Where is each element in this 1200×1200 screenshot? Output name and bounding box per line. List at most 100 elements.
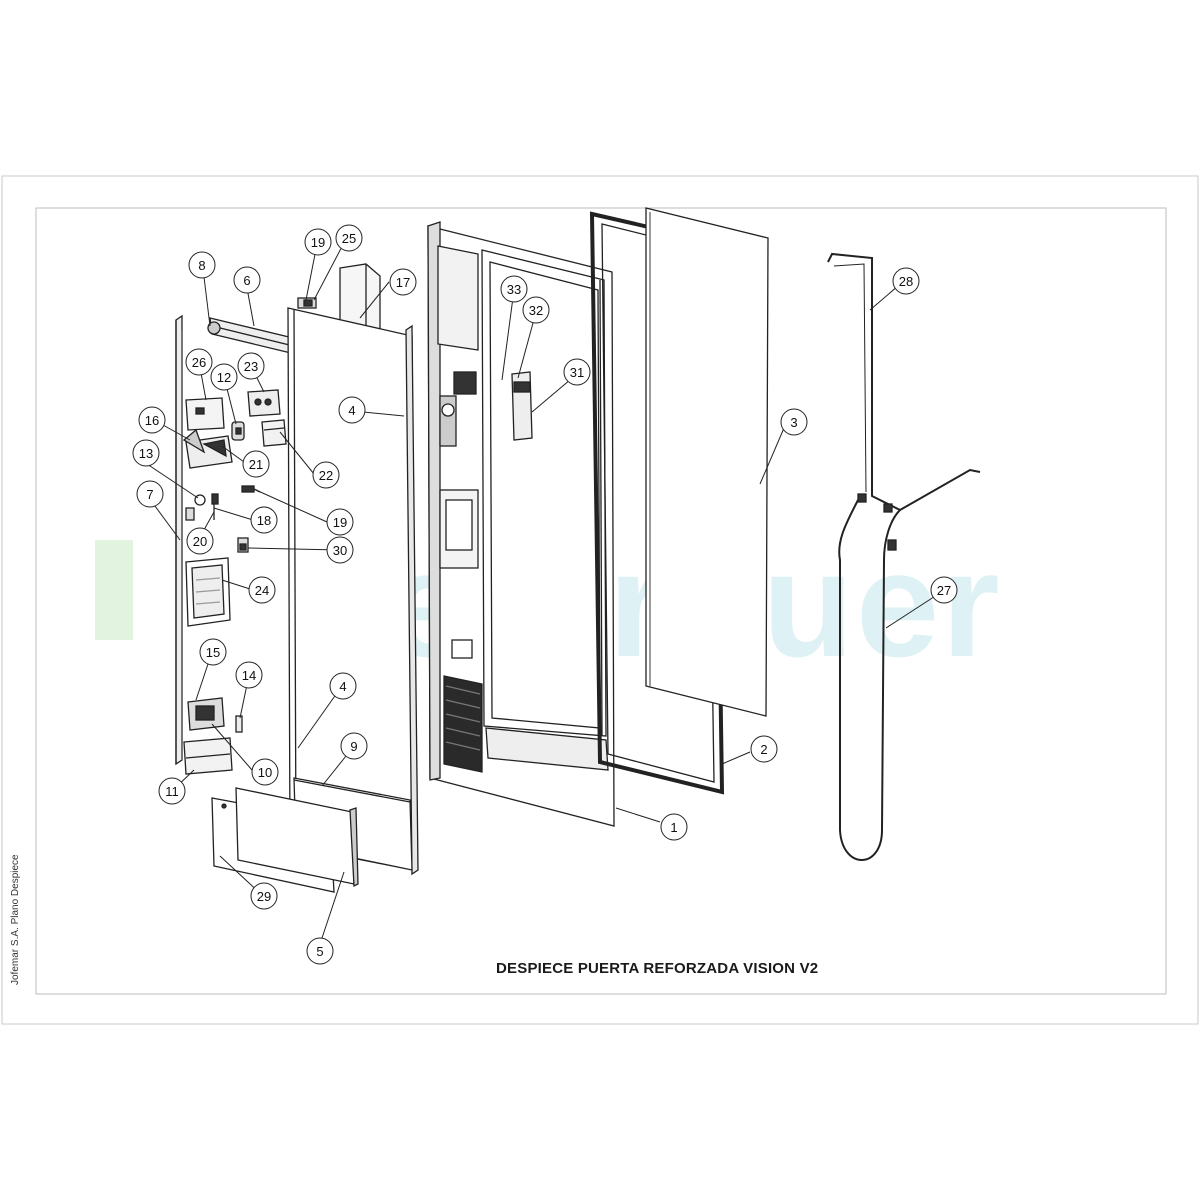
part-31-lock-handle [511,371,533,441]
callout-22: 22 [312,461,340,489]
callout-number: 21 [249,457,263,472]
part-26-bracket [185,397,225,431]
callout-28: 28 [892,267,920,295]
part-3-glass-panel [645,207,769,717]
part-12-lock [231,421,245,441]
callout-14: 14 [235,661,263,689]
callout-3: 3 [780,408,808,436]
part-15-coin-mechanism [187,697,225,731]
callout-number: 12 [217,370,231,385]
callout-13: 13 [132,439,160,467]
callout-number: 23 [244,359,258,374]
part-23-plate [247,389,281,417]
callout-20: 20 [186,527,214,555]
callout-1: 1 [660,813,688,841]
callout-number: 13 [139,446,153,461]
callout-number: 22 [319,468,333,483]
drawing-title: DESPIECE PUERTA REFORZADA VISION V2 [496,960,819,977]
callout-25: 25 [335,224,363,252]
callout-number: 26 [192,355,206,370]
callout-23: 23 [237,352,265,380]
callout-number: 33 [507,282,521,297]
callout-2: 2 [750,735,778,763]
side-label: Jofemar S.A. Plano Despiece [10,854,21,985]
leader-lines [146,236,944,951]
callout-21: 21 [242,450,270,478]
callout-24: 24 [248,576,276,604]
callout-number: 8 [198,258,205,273]
callout-number: 16 [145,413,159,428]
callout-19b: 19 [326,508,354,536]
callout-number: 27 [937,583,951,598]
callout-30: 30 [326,536,354,564]
callout-number: 14 [242,668,256,683]
callout-number: 17 [396,275,410,290]
part-19-upper-hinge [297,297,317,309]
callout-6: 6 [233,266,261,294]
callout-number: 11 [165,784,179,799]
callout-11: 11 [158,777,186,805]
part-27-cable-loop [838,493,901,861]
callout-18: 18 [250,506,278,534]
callout-number: 25 [342,231,356,246]
callout-number: 2 [760,742,767,757]
part-22-box [261,419,287,447]
part-4-inner-sheet [287,307,419,876]
part-11-lower-bracket [183,737,233,775]
callout-number: 24 [255,583,269,598]
callout-number: 1 [670,820,677,835]
sheet-outer-frame [1,175,1199,1025]
callout-17: 17 [389,268,417,296]
callout-4a: 4 [338,396,366,424]
part-1-door-frame [427,221,615,827]
part-30-latch [237,537,249,553]
callout-31: 31 [563,358,591,386]
callout-number: 10 [258,765,272,780]
callout-16: 16 [138,406,166,434]
callout-32: 32 [522,296,550,324]
callout-33: 33 [500,275,528,303]
callout-12: 12 [210,363,238,391]
part-28-rod [827,252,981,512]
callout-5: 5 [306,937,334,965]
watermark-logo-block [95,540,133,640]
part-7-left-panel [175,314,183,766]
callout-number: 4 [339,679,346,694]
callout-19a: 19 [304,228,332,256]
callout-number: 9 [350,739,357,754]
callout-15: 15 [199,638,227,666]
callout-number: 5 [316,944,323,959]
callout-number: 18 [257,513,271,528]
callout-8: 8 [188,251,216,279]
callout-number: 28 [899,274,913,289]
part-16-coin-module [182,428,233,469]
part-20-clip [211,493,219,505]
callout-number: 19 [311,235,325,250]
callout-number: 20 [193,534,207,549]
callout-29: 29 [250,882,278,910]
part-24-display-frame [185,557,231,627]
callout-9: 9 [340,732,368,760]
callout-number: 3 [790,415,797,430]
callout-number: 29 [257,889,271,904]
part-5-back-panel [235,787,359,888]
part-8-roller [207,321,221,335]
part-14-bracket [235,715,243,733]
sheet-inner-frame [35,207,1167,995]
part-18-switch [185,507,195,521]
callout-26: 26 [185,348,213,376]
callout-number: 19 [333,515,347,530]
callout-number: 7 [146,487,153,502]
callout-number: 30 [333,543,347,558]
callout-number: 32 [529,303,543,318]
callout-number: 6 [243,273,250,288]
callout-27: 27 [930,576,958,604]
callout-number: 31 [570,365,584,380]
callout-number: 15 [206,645,220,660]
callout-4b: 4 [329,672,357,700]
callout-7: 7 [136,480,164,508]
callout-number: 4 [348,403,355,418]
callout-10: 10 [251,758,279,786]
